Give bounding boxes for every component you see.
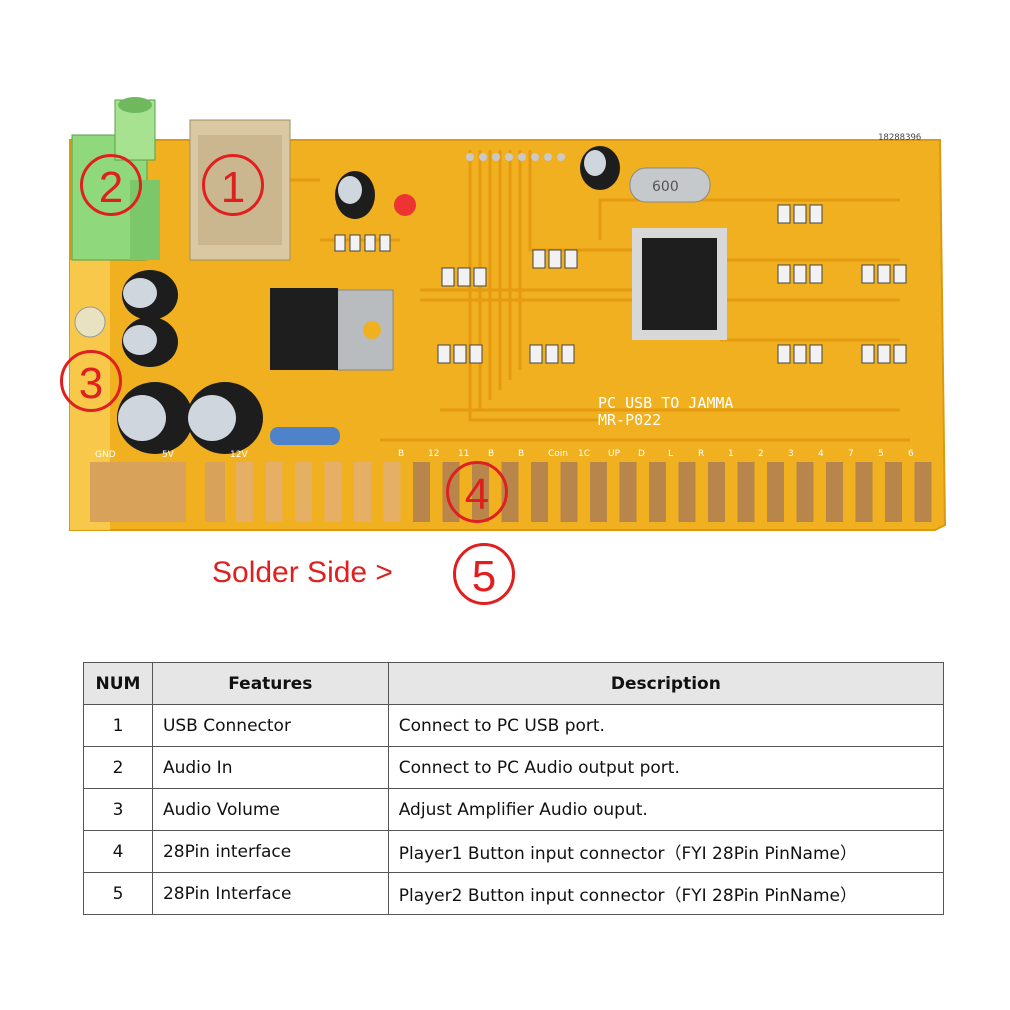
edge-pad (619, 462, 637, 522)
pin-label: 1 (728, 449, 734, 459)
edge-pad (324, 462, 342, 522)
crystal (629, 167, 711, 203)
pin-label: B (518, 449, 524, 459)
led (394, 194, 416, 216)
edge-connector-pads (90, 462, 932, 522)
features-table: NUM Features Description 1 USB Connector… (83, 662, 945, 915)
edge-pad (90, 462, 150, 522)
table-row: 3 Audio Volume Adjust Amplifier Audio ou… (83, 788, 945, 831)
edge-pad (885, 462, 902, 522)
pin-label: 3 (788, 449, 794, 459)
edge-pad (649, 462, 666, 522)
edge-pad (148, 462, 186, 522)
smd-components (334, 204, 907, 364)
edge-pad (265, 462, 283, 522)
row-num: 4 (83, 830, 153, 873)
edge-pad (354, 462, 371, 522)
row-feature: Audio Volume (151, 788, 389, 831)
row-num: 3 (83, 788, 153, 831)
header-features: Features (151, 662, 389, 705)
callout-2: 2 (80, 154, 142, 216)
edge-pad (501, 462, 519, 522)
table-row: 5 28Pin Interface Player2 Button input c… (83, 872, 945, 915)
row-description: Connect to PC Audio output port. (387, 746, 945, 789)
solder-side-label: Solder Side > (212, 556, 393, 589)
pin-label: 2 (758, 449, 764, 459)
row-num: 2 (83, 746, 153, 789)
edge-pad (236, 462, 253, 522)
edge-pad (708, 462, 725, 522)
pin-label: 4 (818, 449, 824, 459)
callout-1: 1 (202, 154, 264, 216)
board-serial: 18288396 (878, 133, 921, 143)
edge-pad (531, 462, 548, 522)
edge-pad (560, 462, 578, 522)
board-title-line1: PC USB TO JAMMA (598, 394, 733, 412)
row-feature: 28Pin interface (151, 830, 389, 873)
capacitors (117, 146, 620, 454)
pin-label-gnd: GND (95, 450, 116, 460)
table-row: 4 28Pin interface Player1 Button input c… (83, 830, 945, 873)
row-description: Player1 Button input connector（FYI 28Pin… (387, 830, 945, 873)
edge-pad (796, 462, 814, 522)
row-feature: Audio In (151, 746, 389, 789)
callout-5: 5 (453, 543, 515, 605)
edge-pad (737, 462, 755, 522)
pin-label: Coin (548, 449, 568, 459)
crystal-label: 600 (652, 179, 679, 195)
edge-pad (678, 462, 696, 522)
edge-pad (826, 462, 843, 522)
callout-3: 3 (60, 350, 122, 412)
edge-pad (767, 462, 784, 522)
pin-label: 5 (878, 449, 884, 459)
pcb-traces (280, 150, 910, 442)
pin-label: B (398, 449, 404, 459)
pin-label: 12 (428, 449, 439, 459)
vias (466, 153, 565, 161)
edge-pad (855, 462, 873, 522)
pin-label: 6 (908, 449, 914, 459)
header-description: Description (387, 662, 945, 705)
main-chip (632, 228, 727, 340)
row-description: Player2 Button input connector（FYI 28Pin… (387, 872, 945, 915)
pin-label: 1C (578, 449, 590, 459)
pin-label: 11 (458, 449, 469, 459)
edge-pad (590, 462, 607, 522)
edge-pad (295, 462, 312, 522)
edge-pad (413, 462, 430, 522)
pin-label: 7 (848, 449, 854, 459)
voltage-regulator (270, 288, 394, 371)
row-feature: USB Connector (151, 704, 389, 747)
pin-label-12v: 12V (230, 450, 248, 460)
edge-pad (205, 462, 225, 522)
pin-label-5v: 5V (162, 450, 175, 460)
edge-pad (383, 462, 401, 522)
row-num: 1 (83, 704, 153, 747)
header-num: NUM (83, 662, 153, 705)
row-description: Connect to PC USB port. (387, 704, 945, 747)
pin-label: L (668, 449, 673, 459)
table-row: 2 Audio In Connect to PC Audio output po… (83, 746, 945, 789)
board-title-line2: MR-P022 (598, 411, 661, 429)
pin-label: UP (608, 449, 621, 459)
row-feature: 28Pin Interface (151, 872, 389, 915)
edge-pad (914, 462, 932, 522)
pin-label: B (488, 449, 494, 459)
potentiometer (74, 306, 106, 338)
row-num: 5 (83, 872, 153, 915)
row-description: Adjust Amplifier Audio ouput. (387, 788, 945, 831)
callout-4: 4 (446, 461, 508, 523)
table-header-row: NUM Features Description (83, 662, 945, 705)
resistor (270, 427, 340, 445)
pin-label: R (698, 449, 704, 459)
table-row: 1 USB Connector Connect to PC USB port. (83, 704, 945, 747)
pin-label: D (638, 449, 645, 459)
